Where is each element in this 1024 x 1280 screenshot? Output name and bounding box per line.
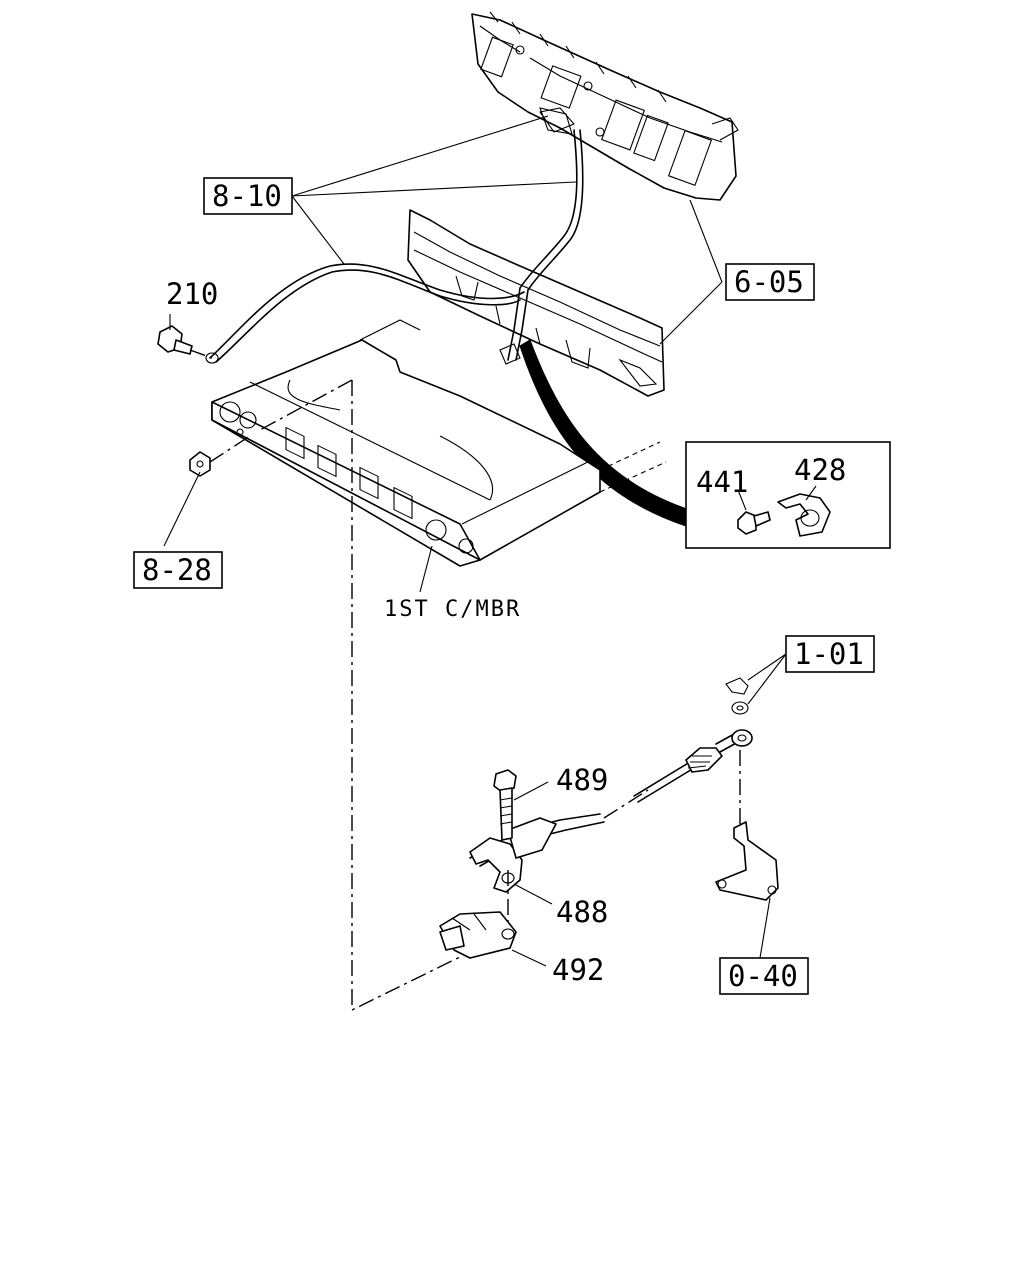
bolt-210-icon [157, 325, 193, 355]
bolt-441-icon [737, 511, 771, 535]
callout-6-05: 6-05 [725, 263, 815, 301]
phantom-line [351, 380, 471, 1012]
callout-1-01: 1-01 [785, 635, 875, 673]
lower-cable-assembly [439, 677, 779, 959]
part-489-label: 489 [556, 763, 608, 797]
part-210-label: 210 [166, 277, 218, 311]
crossmember-label: 1ST C/MBR [384, 597, 521, 622]
phantom-line-top [259, 379, 353, 431]
leader-210-axis [189, 349, 213, 359]
first-crossmember [211, 319, 667, 567]
front-panel [471, 11, 739, 201]
part-492-label: 492 [552, 953, 604, 987]
part-428-label: 428 [794, 453, 846, 487]
callout-8-10-label: 8-10 [212, 179, 282, 213]
leader-lines [163, 115, 817, 967]
nut-axis [209, 435, 251, 463]
callout-8-10: 8-10 [203, 177, 293, 215]
nut-icon [189, 451, 211, 477]
callout-6-05-label: 6-05 [734, 265, 804, 299]
callout-1-01-label: 1-01 [794, 637, 864, 671]
part-441-label: 441 [696, 465, 748, 499]
cable-harness [205, 107, 691, 527]
detail-inset [685, 441, 891, 549]
callout-8-28: 8-28 [133, 551, 223, 589]
front-lower-member [407, 209, 665, 397]
clip-428-icon [777, 493, 831, 537]
callout-8-28-label: 8-28 [142, 553, 212, 587]
callout-0-40: 0-40 [719, 957, 809, 995]
callout-0-40-label: 0-40 [728, 959, 798, 993]
part-488-label: 488 [556, 895, 608, 929]
